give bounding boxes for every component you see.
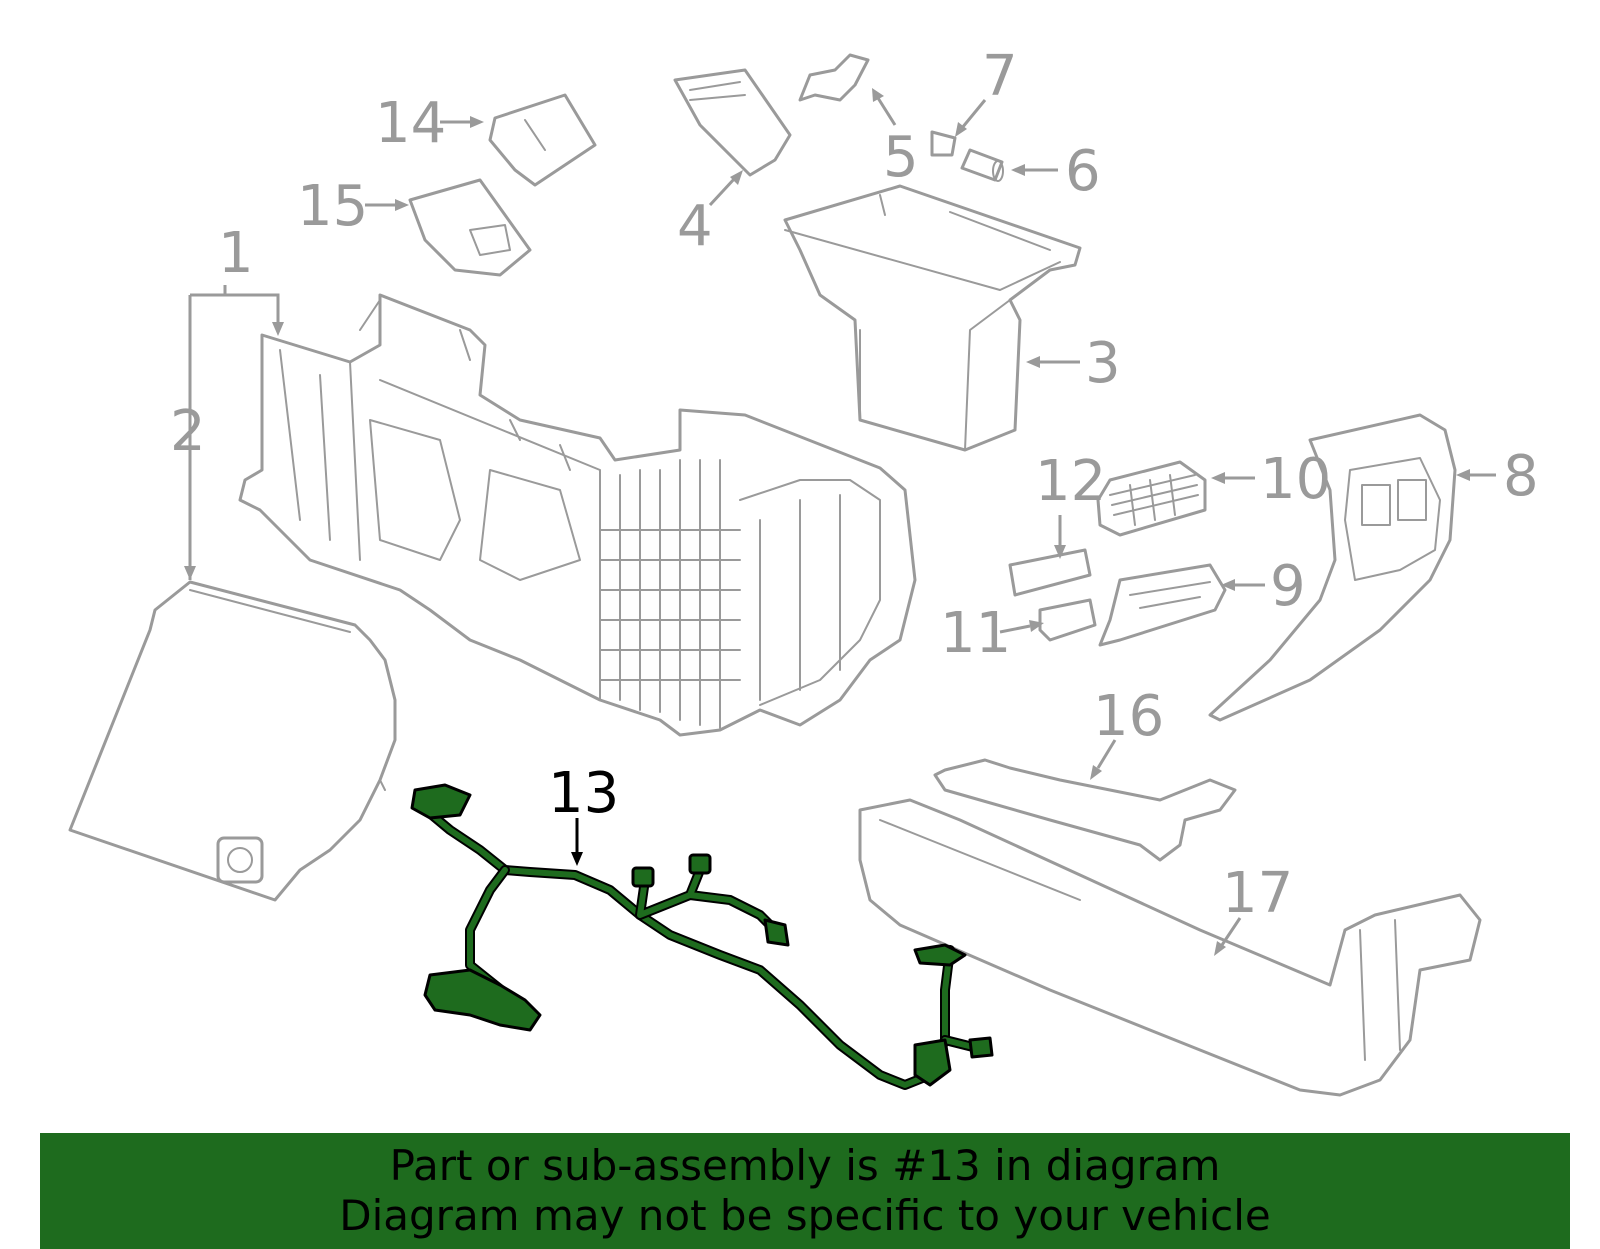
callout-11: 11: [940, 601, 1011, 666]
callout-8: 8: [1503, 444, 1539, 509]
callout-4: 4: [677, 194, 713, 259]
callout-15: 15: [297, 174, 368, 239]
callout-6: 6: [1065, 139, 1101, 204]
callout-10: 10: [1260, 447, 1331, 512]
part-6-pin: [960, 148, 1004, 182]
leader-lines: [184, 88, 1496, 956]
banner-line-2: Diagram may not be specific to your vehi…: [339, 1191, 1271, 1240]
info-banner: Part or sub-assembly is #13 in diagram D…: [40, 1133, 1570, 1249]
part-5-clip: [798, 53, 870, 102]
callout-9: 9: [1270, 554, 1306, 619]
callout-3: 3: [1085, 331, 1121, 396]
part-13-wiring-harness: [410, 783, 994, 1090]
callout-12: 12: [1035, 449, 1106, 514]
part-10-vent: [1096, 460, 1207, 537]
part-1-console-frame: [238, 293, 917, 737]
part-2-side-panel: [68, 580, 397, 902]
part-7-cap: [930, 130, 957, 157]
part-17-long-duct: [858, 798, 1482, 1097]
part-11-small-switch: [1038, 598, 1097, 642]
part-14-control-module: [488, 93, 597, 187]
callout-1: 1: [218, 221, 254, 286]
part-16-duct: [933, 758, 1237, 862]
callout-2: 2: [170, 399, 206, 464]
callout-16: 16: [1093, 684, 1164, 749]
callout-14: 14: [375, 91, 446, 156]
callout-13: 13: [548, 761, 619, 826]
callout-labels: 1 2 3 4 5 6 7 8 9 10 11 12 13 14 15 16 1…: [170, 44, 1539, 926]
callout-7: 7: [982, 44, 1018, 109]
part-8-rear-panel: [1208, 413, 1457, 722]
callout-17: 17: [1222, 861, 1293, 926]
callout-5: 5: [883, 125, 919, 190]
part-15-bracket: [408, 178, 532, 277]
part-3-storage-bin: [783, 184, 1082, 452]
banner-line-1: Part or sub-assembly is #13 in diagram: [389, 1141, 1221, 1190]
part-4-cover: [673, 68, 792, 177]
part-9-switch-bank: [1098, 563, 1227, 647]
part-12-module: [1008, 548, 1092, 597]
